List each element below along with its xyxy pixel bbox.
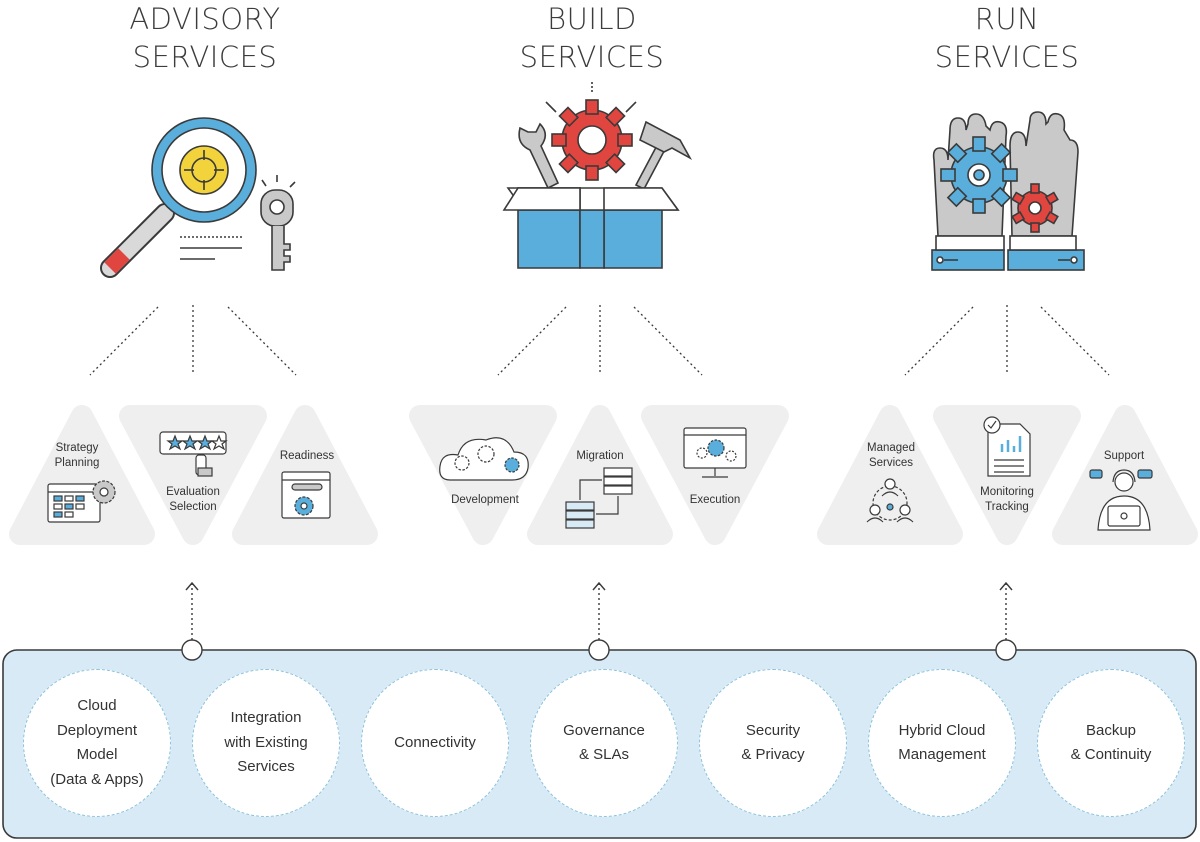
support-label: Support [1103,450,1145,462]
server-transfer-icon [565,467,633,529]
support-agent-icon [1089,469,1153,531]
cloud-gears-icon [439,437,529,481]
foundation-circle-connectivity: Connectivity [361,669,509,817]
hands-gears-icon [931,111,1085,271]
people-network-icon [866,478,914,523]
fan-lines [89,305,1110,376]
calendar-gear-icon [47,480,116,523]
foundation-connectors [181,581,1017,661]
report-chart-icon [983,416,1031,477]
foundation-circle-security: Security& Privacy [699,669,847,817]
browser-wrench-icon [281,471,331,519]
foundation-circle-governance: Governance& SLAs [530,669,678,817]
development-label: Development [451,494,519,506]
star-rating-icon [159,431,228,477]
readiness-label: Readiness [279,450,335,462]
foundation-circle-backup: Backup& Continuity [1037,669,1185,817]
toolbox-gear-icon [502,82,693,269]
execution-label: Execution [689,494,741,506]
migration-label: Migration [576,450,624,462]
monitor-gears-icon [683,427,747,478]
magnifier-key-icon [100,117,296,278]
